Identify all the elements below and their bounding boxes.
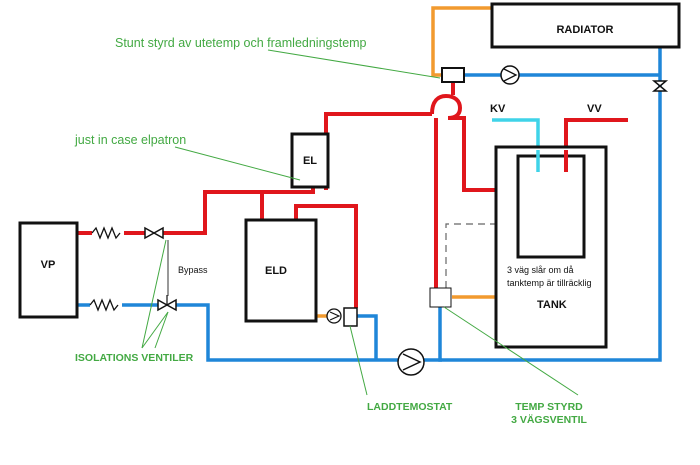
main-return-pipe: [176, 303, 398, 362]
vp-label: VP: [41, 259, 56, 271]
vp-box: VP: [18, 221, 79, 319]
crossover-loop: [430, 93, 463, 120]
eld-label: ELD: [265, 265, 287, 277]
kv-label: KV: [490, 103, 506, 115]
shunt-valve-icon: [441, 67, 465, 83]
tank-note-line2: tanktemp är tillräcklig: [507, 278, 592, 288]
tank-feed-pipe: [448, 116, 510, 192]
tank-box: 3 väg slår om då tanktemp är tillräcklig…: [494, 145, 608, 349]
thermostat-return-pipe: [357, 314, 378, 360]
tank-coil: [516, 154, 586, 259]
radiator-box: RADIATOR: [490, 2, 681, 49]
annotation-leaders: [141, 49, 579, 396]
eld-box: ELD: [244, 218, 318, 323]
radiator-supply-pipe: [431, 6, 492, 77]
pump-icon: [397, 348, 425, 376]
shunt-annotation: Stunt styrd av utetemp och framledningst…: [115, 36, 367, 50]
valve-icon: [144, 226, 164, 240]
isolation-valves-annotation: ISOLATIONS VENTILER: [75, 352, 194, 364]
riser-pipe: [324, 112, 432, 190]
el-box: EL: [290, 132, 330, 189]
vv-label: VV: [587, 103, 602, 115]
pump-icon: [500, 65, 520, 85]
elpatron-annotation: just in case elpatron: [74, 133, 186, 147]
orange-pipes: [316, 6, 496, 318]
three-way-valve-icon: [429, 287, 452, 308]
flex-hose-icon: [91, 226, 121, 240]
laddtermostat-annotation: LADDTEMOSTAT: [367, 401, 453, 413]
valve-icon: [651, 80, 669, 92]
valve-icon: [157, 295, 177, 312]
eld-out-pipe: [294, 204, 358, 308]
tank-note-line1: 3 väg slår om då: [507, 265, 574, 275]
bypass-label: Bypass: [178, 265, 208, 275]
pump-icon: [326, 308, 342, 324]
main-supply-pipe: [163, 183, 315, 235]
thermostat-icon: [343, 307, 358, 327]
radiator-label: RADIATOR: [556, 24, 613, 36]
temp-valve-annotation-line1: TEMP STYRD: [515, 401, 583, 413]
tank-label: TANK: [537, 299, 567, 311]
flex-hose-icon: [89, 298, 119, 312]
temp-valve-annotation-line2: 3 VÄGSVENTIL: [511, 413, 587, 426]
el-label: EL: [303, 155, 317, 167]
